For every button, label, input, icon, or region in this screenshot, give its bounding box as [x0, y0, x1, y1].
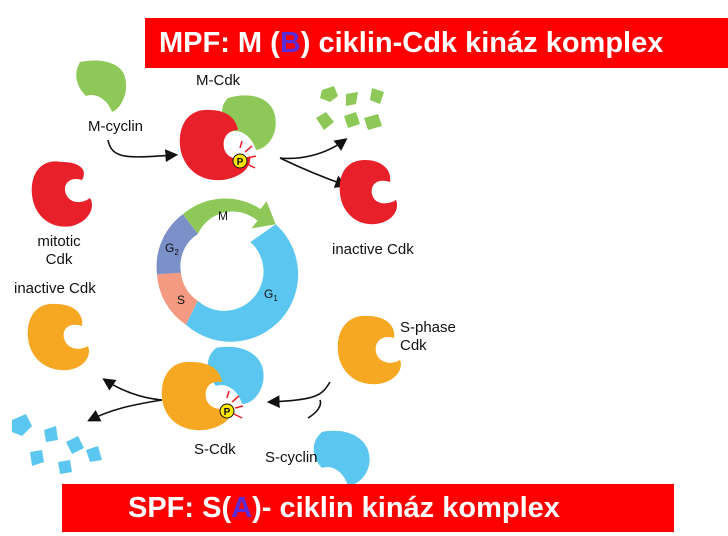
phosphate-icon	[232, 153, 248, 169]
s-cdk-complex-cyclin	[207, 346, 264, 404]
m-cdk-phosphate: P	[232, 140, 257, 169]
m-cyclin-label: M-cyclin	[88, 118, 143, 135]
inactive-cdk-left-label: inactive Cdk	[14, 280, 96, 297]
s-cdk-complex-cdk	[161, 361, 233, 431]
phase-g2-segment	[156, 214, 198, 275]
phase-s-label: S	[177, 293, 185, 307]
phosphate-label: P	[224, 407, 231, 418]
arrow-to-inactive-s-cdk	[102, 378, 163, 401]
arrow-to-inactive-cdk	[279, 157, 349, 188]
s-cyclin-shape	[313, 430, 370, 486]
mpf-title-banner: MPF: M (B) ciklin-Cdk kináz komplex	[145, 18, 728, 68]
s-cyclin-fragment	[12, 414, 32, 436]
inactive-s-cdk-shape	[27, 303, 90, 371]
m-cyclin-fragment	[344, 112, 360, 128]
cell-cycle-ring	[156, 198, 299, 342]
m-cyclin-fragment	[370, 88, 384, 104]
phase-g2-label: G2	[165, 241, 179, 257]
phosphate-icon	[219, 403, 235, 419]
inactive-cdk-right-label: inactive Cdk	[332, 241, 414, 258]
mitotic-cdk-shape	[31, 161, 92, 227]
mpf-title-accent: B	[279, 27, 301, 59]
phase-g1-label: G1	[264, 287, 278, 303]
spf-title-prefix: SPF: S(	[128, 492, 232, 524]
mitotic-cdk-label-line2: Cdk	[45, 251, 73, 268]
phase-g1-segment	[185, 224, 299, 342]
phase-s-segment	[157, 272, 198, 325]
arrow-s-cdk-formation	[266, 381, 331, 408]
m-cyclin-fragment	[364, 114, 382, 130]
arrow-s-cyclin-join	[307, 399, 322, 419]
s-cyclin-label: S-cyclin	[265, 449, 318, 466]
mitotic-cdk-label-line1: mitotic	[37, 233, 81, 250]
proteins	[12, 60, 401, 486]
m-cyclin-fragment	[320, 86, 338, 102]
s-cyclin-fragment	[86, 446, 102, 462]
arrow-cyclin-degradation	[279, 138, 348, 160]
spf-title-accent: A	[231, 492, 253, 524]
arrow-s-cyclin-degradation	[87, 399, 163, 422]
mpf-title-prefix: MPF: M (	[159, 27, 280, 59]
reaction-arrows	[87, 138, 349, 422]
s-cyclin-fragment	[44, 426, 58, 442]
phase-m-label: M	[218, 209, 228, 223]
s-cyclin-fragment	[58, 460, 72, 474]
s-phase-cdk-label-line2: Cdk	[400, 337, 427, 354]
m-cdk-label: M-Cdk	[196, 72, 241, 89]
s-cyclin-fragment	[30, 450, 44, 466]
m-cyclin-fragment	[316, 112, 334, 130]
inactive-m-cdk-shape	[339, 160, 398, 225]
mpf-title-suffix: ) ciklin-Cdk kináz komplex	[300, 27, 664, 59]
m-cyclin-shape	[76, 60, 127, 112]
m-cdk-complex-cyclin	[222, 95, 276, 150]
s-cdk-phosphate: P	[219, 390, 244, 419]
arrow-to-m-cdk	[107, 139, 179, 162]
s-phase-cdk-label-line1: S-phase	[400, 319, 456, 336]
s-phase-cdk-shape	[337, 315, 401, 385]
phase-labels: M G1 S G2	[165, 209, 278, 307]
s-cdk-label: S-Cdk	[194, 441, 236, 458]
phosphate-label: P	[237, 157, 244, 168]
spf-title-banner: SPF: S(A)- ciklin kináz komplex	[62, 484, 674, 532]
s-cyclin-fragment	[66, 436, 84, 454]
m-cyclin-fragment	[346, 92, 358, 106]
phase-m-segment	[182, 198, 276, 234]
spf-title-suffix: )- ciklin kináz komplex	[252, 492, 560, 524]
m-cdk-complex-cdk	[179, 109, 251, 181]
